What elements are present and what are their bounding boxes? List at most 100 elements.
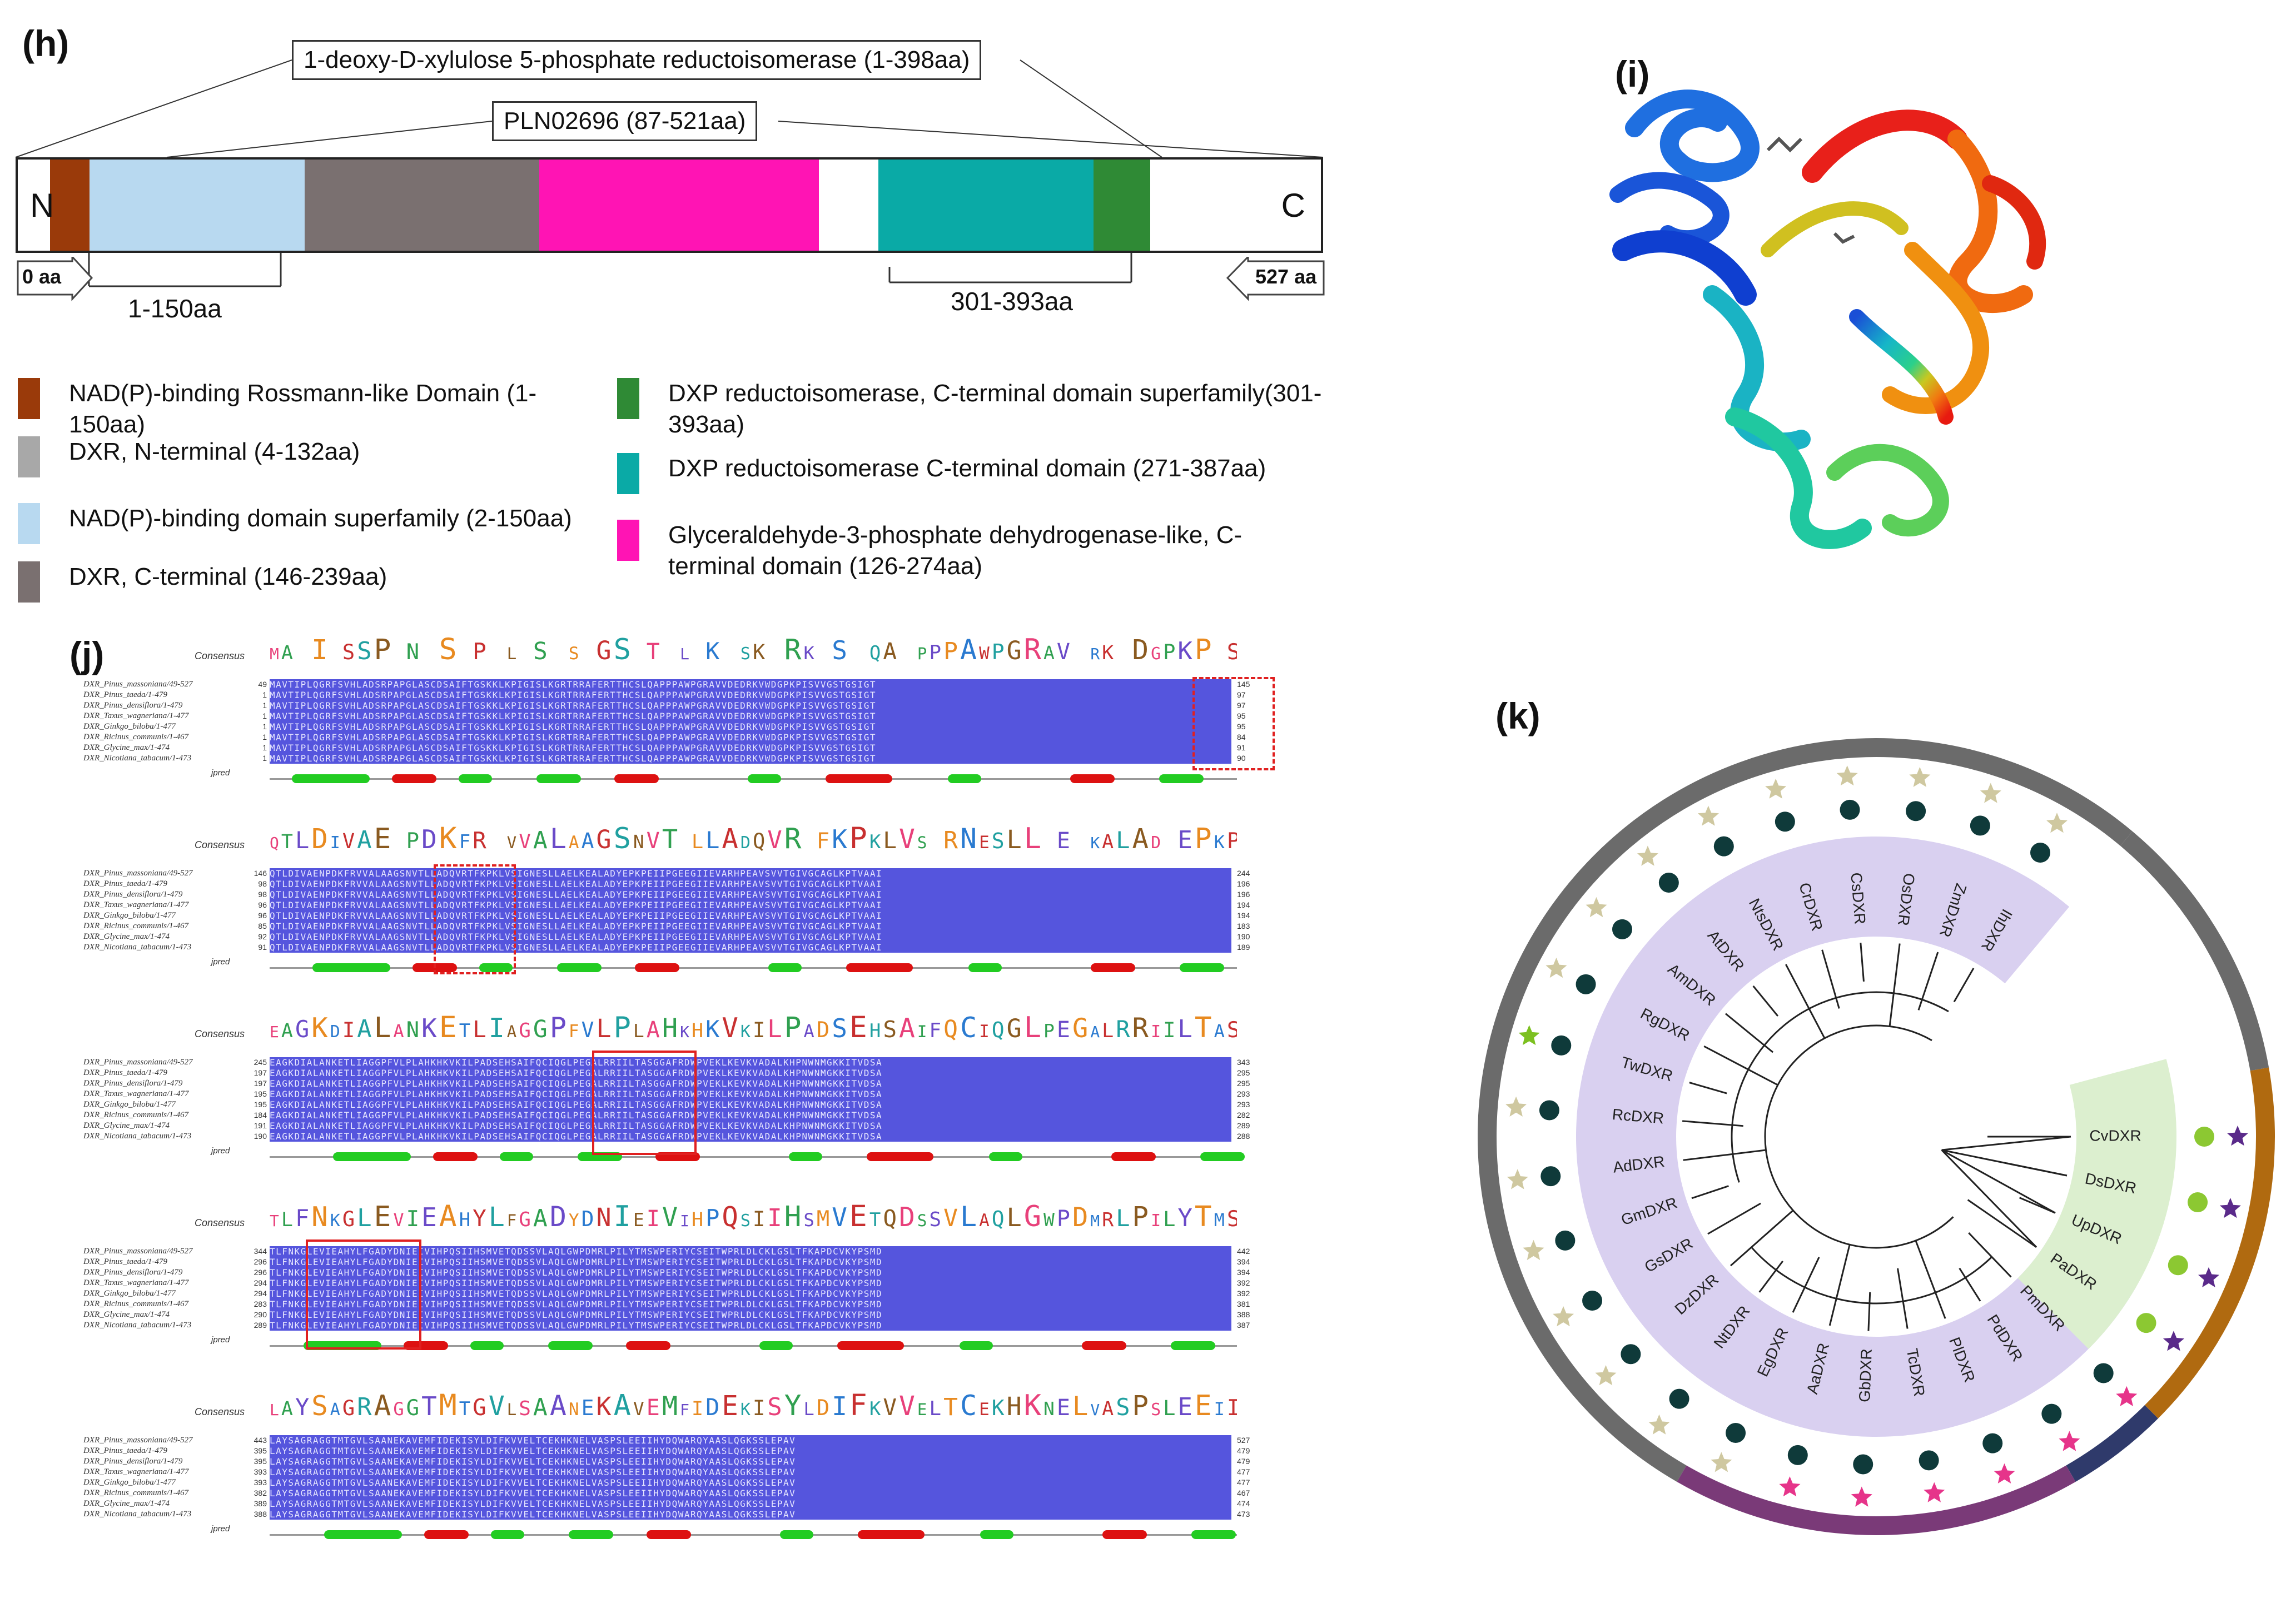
sequence-residues: QTLDIVAENPDKFRVVALAAGSNVTLLADQVRTFKPKLVS… (270, 910, 883, 921)
sequence-bar: LAYSAGRAGGTMTGVLSAANEKAVEMFIDEKISYLDIFKV… (270, 1509, 1231, 1520)
leaf-star-icon (1553, 1306, 1574, 1327)
consensus-letter (1072, 635, 1090, 666)
sequence-name: DXR_Ricinus_communis/1-467 (83, 1489, 189, 1497)
consensus-letter: I (752, 1207, 768, 1231)
consensus-letter: A (1090, 1023, 1102, 1041)
consensus-letter: D (1151, 833, 1164, 853)
consensus-letter: N (406, 1018, 422, 1043)
sequence-start: 388 (254, 1510, 267, 1519)
sequence-residues: QTLDIVAENPDKFRVVALAAGSNVTLLADQVRTFKPKLVS… (270, 868, 883, 879)
sequence-bar: TLFNKGLEVIEAHYLFGADYDNIEIVIHPQSIIHSMVETQ… (270, 1288, 1231, 1299)
consensus-letter: P (374, 634, 394, 666)
consensus-letter: L (295, 827, 312, 854)
outer-ring-purple (1677, 1465, 2076, 1536)
consensus-letter (1116, 638, 1132, 665)
sequence-residues: TLFNKGLEVIEAHYLFGADYDNIEIVIHPQSIIHSMVETQ… (270, 1299, 883, 1310)
sequence-name: DXR_Nicotiana_tabacum/1-473 (83, 1132, 192, 1141)
consensus-letter: H (692, 1209, 706, 1231)
consensus-letter: T (459, 1398, 473, 1420)
legend-label: DXP reductoisomerase, C-terminal domain … (668, 380, 1322, 438)
sequence-name: DXR_Pinus_taeda/1-479 (83, 1446, 167, 1455)
leaf-dot (2030, 843, 2050, 863)
sequence-start: 1 (262, 743, 267, 752)
consensus-letter: P (849, 822, 869, 855)
consensus-letter: I (1151, 1022, 1164, 1042)
sequence-name: DXR_Pinus_densiflora/1-479 (83, 701, 183, 710)
consensus-letter: H (784, 1201, 804, 1233)
consensus-letter: Y (1177, 1204, 1195, 1232)
sequence-name: DXR_Pinus_massoniana/49-527 (83, 869, 193, 878)
consensus-letter: Q (722, 1201, 741, 1233)
consensus-letter: F (506, 1211, 519, 1230)
leaf-star-icon (2198, 1267, 2219, 1287)
outer-ring-gray (2120, 831, 2269, 1071)
consensus-letter: E (849, 1010, 869, 1044)
tree-branch (1941, 1136, 2071, 1151)
jpred-helix (392, 774, 436, 783)
consensus-letter: E (722, 1390, 741, 1422)
sequence-start: 296 (254, 1268, 267, 1277)
consensus-letter (767, 637, 784, 665)
sequence-bar: TLFNKGLEVIEAHYLFGADYDNIEIVIHPQSIIHSMVETQ… (270, 1278, 1231, 1288)
sequence-start: 49 (258, 680, 267, 689)
sequence-bar: QTLDIVAENPDKFRVVALAAGSNVTLLADQVRTFKPKLVS… (270, 942, 1231, 953)
consensus-letter: L (270, 1401, 281, 1419)
consensus-letter: K (803, 643, 817, 664)
sequence-start: 184 (254, 1111, 267, 1119)
consensus-letter: P (1043, 1020, 1057, 1042)
consensus-letter: G (596, 636, 614, 665)
consensus-letter: A (393, 1020, 406, 1042)
leaf-dot (2136, 1313, 2156, 1333)
sequence-residues: EAGKDIALANKETLIAGGPFVLPLAHKHKVKILPADSEHS… (270, 1089, 883, 1099)
consensus-letter: E (1177, 1393, 1195, 1421)
tree-branch (1683, 1149, 1766, 1161)
consensus-letter: A (1102, 831, 1116, 853)
jpred-helix (614, 774, 659, 783)
sequence-residues: LAYSAGRAGGTMTGVLSAANEKAVEMFIDEKISYLDIFKV… (270, 1435, 796, 1446)
leaf-star-icon (1586, 897, 1607, 918)
sequence-residues: EAGKDIALANKETLIAGGPFVLPLAHKHKVKILPADSEHS… (270, 1057, 883, 1068)
jpred-strand (459, 774, 492, 783)
consensus-letter: S (568, 644, 582, 664)
consensus-letter: D (421, 824, 439, 854)
leaf-dot (1919, 1450, 1939, 1471)
domain-map-lines (15, 59, 1324, 287)
consensus-letter: K (596, 1392, 614, 1421)
consensus-letter: Q (270, 834, 281, 852)
tree-branch (1689, 1082, 1727, 1094)
consensus-letter: P (1194, 823, 1214, 855)
jpred-label: jpred (211, 957, 230, 967)
sequence-name: DXR_Ginkgo_biloba/1-477 (83, 722, 176, 731)
sequence-residues: QTLDIVAENPDKFRVVALAAGSNVTLLADQVRTFKPKLVS… (270, 942, 883, 953)
consensus-letter: A (613, 1389, 633, 1422)
consensus-letter: E (979, 833, 992, 853)
jpred-strand (1180, 963, 1224, 972)
consensus-letter: R (1116, 1015, 1132, 1043)
consensus-letter (489, 635, 507, 666)
consensus-letter: I (613, 1200, 633, 1233)
consensus-letter: S (613, 633, 633, 666)
consensus-letter (330, 644, 342, 664)
consensus-letter: K (705, 638, 722, 665)
leaf-dot (2093, 1363, 2114, 1383)
tree-branch (1730, 1209, 1794, 1267)
domain-segment-dxp-superfamily (1093, 160, 1151, 251)
sequence-residues: TLFNKGLEVIEAHYLFGADYDNIEIVIHPQSIIHSMVETQ… (270, 1278, 883, 1288)
consensus-letter: L (1163, 1396, 1178, 1420)
consensus-letter: A (1132, 823, 1151, 855)
jpred-track (270, 967, 1237, 969)
consensus-letter: N (406, 640, 422, 665)
sequence-name: DXR_Pinus_massoniana/49-527 (83, 1058, 193, 1067)
consensus-letter: D (549, 1201, 569, 1233)
sequence-start: 1 (262, 711, 267, 720)
jpred-strand (569, 1530, 613, 1539)
leaf-dot (1582, 1291, 1603, 1311)
sequence-residues: EAGKDIALANKETLIAGGPFVLPLAHKHKVKILPADSEHS… (270, 1121, 883, 1131)
consensus-letter: V (899, 824, 917, 855)
